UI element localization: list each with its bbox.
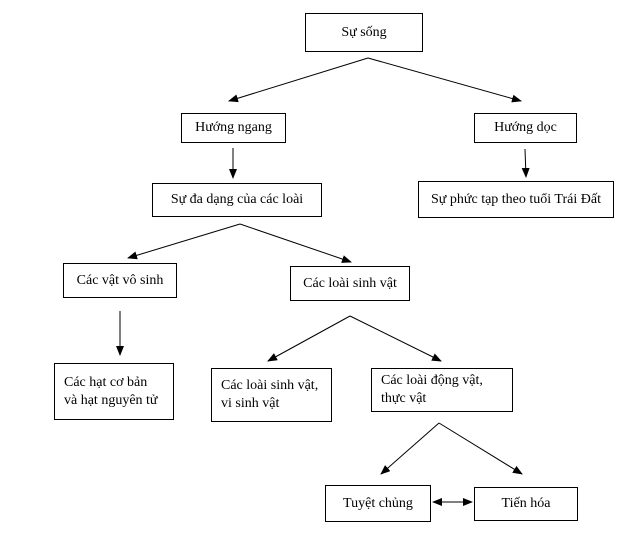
node-life: Sự sống bbox=[305, 13, 423, 52]
arrow-vertical-to-complexity bbox=[521, 148, 530, 178]
node-species-diversity: Sự đa dạng của các loài bbox=[152, 183, 322, 217]
node-evolution: Tiến hóa bbox=[474, 487, 578, 521]
node-extinction: Tuyệt chủng bbox=[325, 485, 431, 522]
arrow-animals-to-extinction bbox=[380, 422, 440, 475]
arrow-root-to-vertical bbox=[367, 57, 522, 103]
arrow-root-to-horizontal bbox=[228, 57, 369, 103]
node-complexity-by-earth-age: Sự phức tạp theo tuổi Trái Đất bbox=[418, 181, 614, 218]
arrow-living-to-animals bbox=[349, 315, 442, 362]
node-non-living-things: Các vật vô sinh bbox=[63, 263, 177, 298]
node-vertical-direction: Hướng dọc bbox=[474, 113, 577, 143]
arrow-diversity-to-living bbox=[239, 223, 352, 263]
node-organisms-microorganisms: Các loài sinh vật, vi sinh vật bbox=[211, 368, 332, 422]
node-animals-plants: Các loài động vật, thực vật bbox=[371, 368, 513, 412]
node-living-species: Các loài sinh vật bbox=[290, 266, 410, 301]
arrow-animals-to-evolution bbox=[438, 422, 523, 475]
node-elementary-particles-atoms: Các hạt cơ bản và hạt nguyên tử bbox=[54, 363, 174, 420]
node-horizontal-direction: Hướng ngang bbox=[181, 113, 286, 143]
arrow-living-to-micro bbox=[267, 315, 351, 362]
arrow-diversity-to-nonliving bbox=[127, 223, 241, 260]
